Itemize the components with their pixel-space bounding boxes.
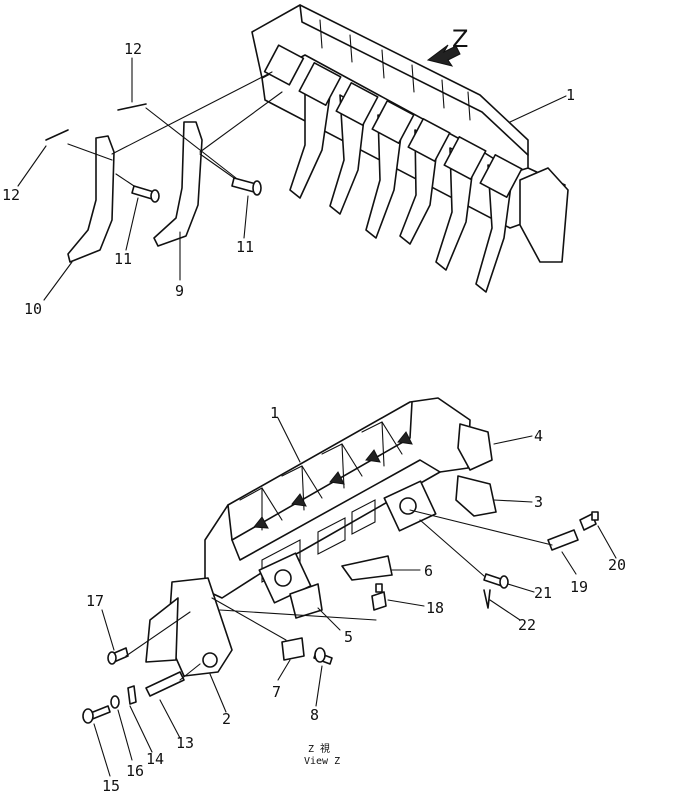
view-letter-label: Z (452, 25, 468, 53)
callout-6: 6 (424, 562, 433, 580)
shank-9 (153, 121, 203, 247)
fitting-20 (579, 511, 599, 531)
fitting-17 (107, 647, 129, 665)
frame-shanks (289, 79, 513, 293)
pin-12-left (45, 129, 69, 141)
bolt-8 (313, 647, 333, 665)
bracket-6 (341, 555, 393, 581)
callout-leaders (17, 57, 617, 777)
washer-14 (127, 685, 137, 705)
callout-3: 3 (534, 493, 543, 511)
caption-line-1: Z 視 (308, 742, 330, 755)
bracket-3 (455, 475, 497, 517)
pin-19 (547, 529, 579, 551)
pin-12-top (117, 103, 147, 111)
bolt-21 (483, 573, 509, 589)
callout-18: 18 (426, 599, 444, 617)
callout-11-left: 11 (114, 250, 132, 268)
callout-16: 16 (126, 762, 144, 780)
callout-12-top: 12 (124, 40, 142, 58)
callout-12-left: 12 (2, 186, 20, 204)
callout-21: 21 (534, 584, 552, 602)
block-5 (289, 583, 323, 619)
view-caption: Z 視 View Z (304, 742, 340, 767)
callout-13: 13 (176, 734, 194, 752)
callout-14: 14 (146, 750, 164, 768)
callout-11-right: 11 (236, 238, 254, 256)
callout-5: 5 (344, 628, 353, 646)
bolt-15 (82, 705, 111, 724)
callout-15: 15 (102, 777, 120, 791)
callout-19: 19 (570, 578, 588, 596)
pin-11-right (231, 177, 262, 196)
callout-2: 2 (222, 710, 231, 728)
callout-1-top: 1 (566, 86, 575, 104)
callout-9: 9 (175, 282, 184, 300)
callout-20: 20 (608, 556, 626, 574)
pin-11-left (131, 185, 160, 203)
callout-1-bottom: 1 (270, 404, 279, 422)
grease-fitting-18 (371, 583, 387, 611)
callout-10: 10 (24, 300, 42, 318)
cotter-pin-22 (483, 589, 491, 609)
caption-line-2: View Z (304, 756, 340, 767)
callout-4: 4 (534, 427, 543, 445)
top-ripper-assembly: Z (45, 4, 569, 293)
callout-22: 22 (518, 616, 536, 634)
plate-7 (281, 637, 305, 661)
callout-8: 8 (310, 706, 319, 724)
bottom-frame-view-z (82, 397, 599, 724)
callout-17: 17 (86, 592, 104, 610)
view-arrow-icon (426, 44, 461, 67)
pin-13 (145, 671, 185, 697)
frame-brackets (263, 44, 569, 263)
callout-labels: 1 9 10 11 11 12 12 1 2 3 4 5 6 7 8 13 14… (2, 40, 626, 791)
shank-10 (67, 135, 115, 263)
bracket-4 (457, 423, 493, 471)
washer-16 (110, 695, 120, 709)
callout-7: 7 (272, 683, 281, 701)
